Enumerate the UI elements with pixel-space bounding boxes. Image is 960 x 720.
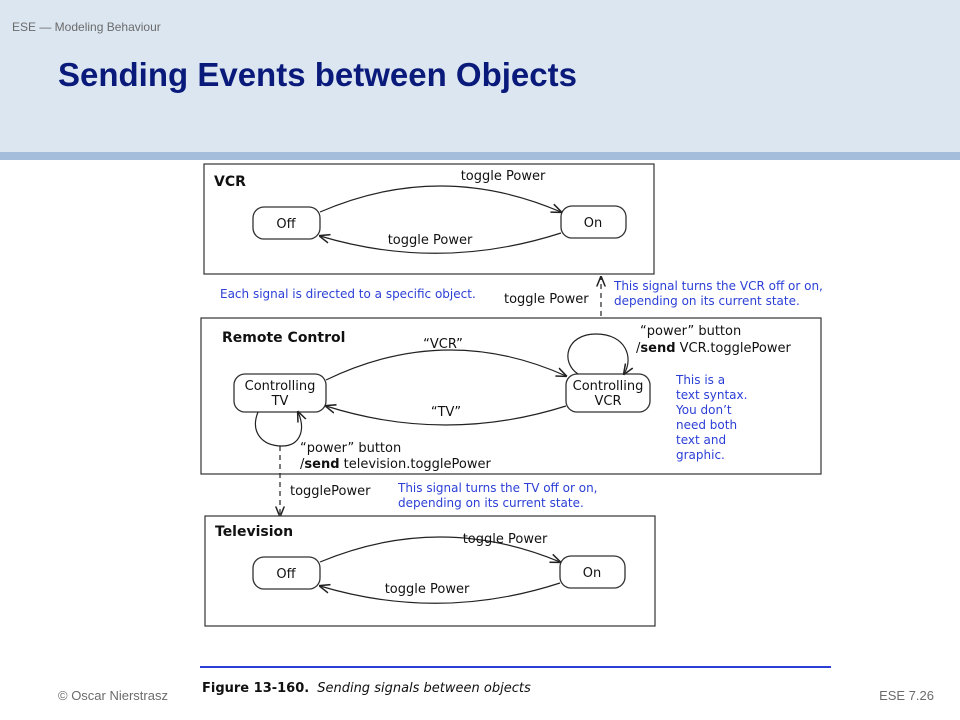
course-title: ESE — Modeling Behaviour	[12, 20, 161, 34]
footer-author: © Oscar Nierstrasz	[58, 688, 168, 703]
svg-text:VCR: VCR	[594, 394, 621, 409]
svg-text:text and: text and	[676, 433, 726, 447]
svg-text:You don’t: You don’t	[675, 403, 732, 417]
svg-text:need both: need both	[676, 418, 737, 432]
vcr-transition-top-label: toggle Power	[461, 169, 546, 184]
svg-text:depending on its current state: depending on its current state.	[398, 496, 584, 510]
remote-control-label: Remote Control	[222, 330, 345, 346]
tv-self-loop	[254, 412, 301, 447]
vcr-self-loop-action: /send VCR.togglePower	[636, 341, 791, 356]
television-label: Television	[215, 524, 293, 540]
tv-self-loop-action: /send television.togglePower	[300, 457, 491, 472]
svg-text:Controlling: Controlling	[245, 379, 316, 394]
svg-text:depending on its current state: depending on its current state.	[614, 294, 800, 308]
slide-title: Sending Events between Objects	[58, 56, 577, 93]
vcr-object: VCR Off On toggle Power toggle Power	[203, 163, 655, 275]
svg-text:This signal turns the VCR off: This signal turns the VCR off or on,	[613, 279, 823, 293]
remote-control-object: Remote Control Controlling TV Controllin…	[200, 317, 822, 475]
vcr-transition-bottom-label: toggle Power	[388, 233, 473, 248]
vcr-self-loop	[567, 333, 628, 374]
note-each-signal: Each signal is directed to a specific ob…	[220, 287, 476, 301]
transition-vcr-label: “VCR”	[423, 337, 463, 352]
slide-header	[0, 0, 960, 152]
state-controlling-vcr	[565, 373, 651, 413]
vcr-label: VCR	[214, 174, 246, 190]
transition-tv-label: “TV”	[431, 405, 461, 420]
vcr-self-loop-trigger: “power” button	[640, 324, 741, 339]
note-text-syntax: This is a text syntax. You don’t need bo…	[675, 373, 747, 462]
note-vcr-signal: This signal turns the VCR off or on, dep…	[613, 279, 823, 308]
svg-text:text syntax.: text syntax.	[676, 388, 747, 402]
vcr-state-off-label: Off	[276, 217, 296, 232]
figure-caption: Figure 13-160.Sending signals between ob…	[202, 681, 531, 696]
svg-text:graphic.: graphic.	[676, 448, 725, 462]
television-object: Television Off On toggle Power toggle Po…	[204, 515, 656, 627]
svg-text:This signal turns the TV off o: This signal turns the TV off or on,	[397, 481, 598, 495]
transition-to-vcr	[325, 349, 566, 381]
signal-to-vcr-label: toggle Power	[504, 292, 589, 307]
state-controlling-tv	[233, 373, 327, 413]
tv-state-off	[252, 556, 321, 590]
svg-text:Controlling: Controlling	[573, 379, 644, 394]
vcr-state-on-label: On	[584, 216, 602, 231]
signal-to-tv-label: togglePower	[290, 484, 371, 499]
tv-transition-on	[319, 536, 560, 562]
vcr-state-on	[560, 205, 627, 239]
tv-transition-off	[320, 582, 561, 604]
tv-state-on-label: On	[583, 566, 601, 581]
footer-page-number: ESE 7.26	[879, 688, 934, 703]
vcr-state-off	[252, 206, 321, 240]
note-tv-signal: This signal turns the TV off or on, depe…	[397, 481, 598, 510]
svg-text:This is a: This is a	[675, 373, 725, 387]
header-divider	[0, 152, 960, 160]
vcr-transition-off	[320, 232, 562, 254]
tv-self-loop-trigger: “power” button	[300, 441, 401, 456]
tv-state-on	[559, 555, 626, 589]
tv-transition-bottom-label: toggle Power	[385, 582, 470, 597]
vcr-transition-on	[319, 185, 561, 212]
tv-transition-top-label: toggle Power	[463, 532, 548, 547]
transition-to-tv	[326, 406, 567, 426]
svg-text:TV: TV	[271, 394, 289, 409]
tv-state-off-label: Off	[276, 567, 296, 582]
